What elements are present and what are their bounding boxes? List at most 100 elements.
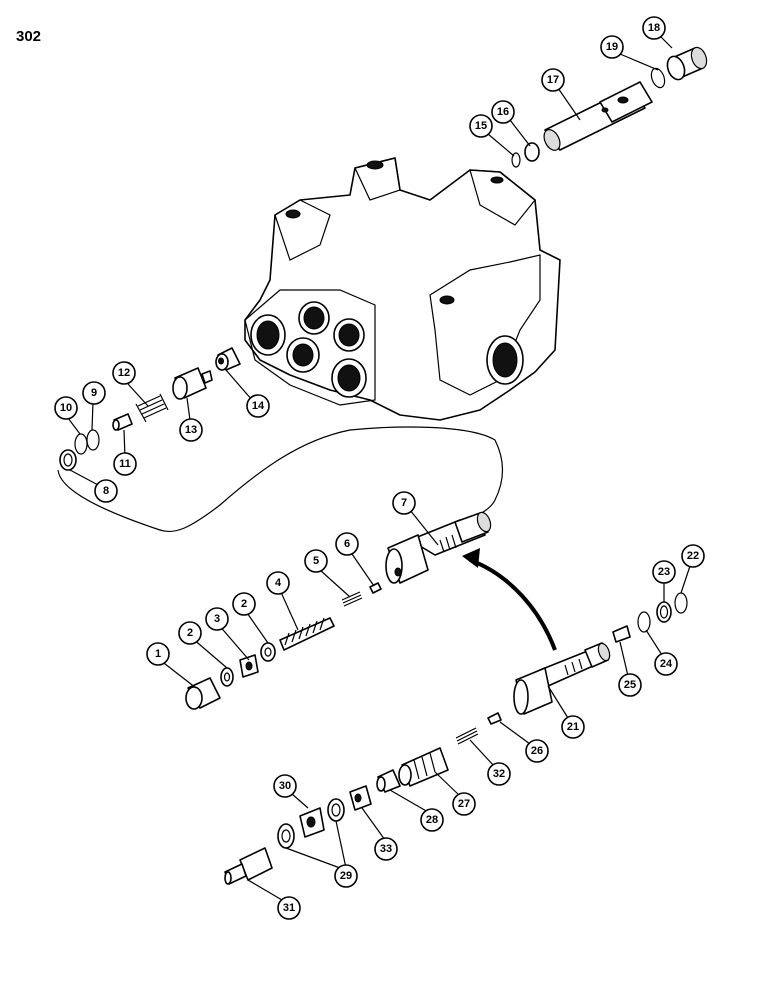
svg-text:28: 28: [426, 814, 438, 826]
callout-25: 25: [618, 673, 642, 697]
washer-2b: [260, 642, 276, 662]
callout-8: 8: [94, 479, 118, 503]
callout-31: 31: [277, 896, 301, 920]
leader-lines: [67, 35, 691, 901]
assembly-boundary-line: [57, 426, 504, 533]
spool-17: [543, 81, 653, 151]
svg-text:5: 5: [313, 555, 319, 567]
callout-4: 4: [266, 571, 290, 595]
svg-text:1: 1: [155, 648, 161, 660]
callout-11: 11: [113, 452, 137, 476]
plug-14: [215, 347, 241, 371]
spring-4: [279, 617, 335, 651]
o-ring-9: [86, 429, 100, 451]
svg-text:12: 12: [118, 367, 130, 379]
svg-text:16: 16: [497, 106, 509, 118]
svg-text:3: 3: [214, 613, 220, 625]
callout-group: 1 2 3 2 4 5 6 7 8 9 10 11 12 13 14 15 16…: [54, 16, 705, 920]
ball-6: [369, 582, 382, 594]
svg-text:18: 18: [648, 22, 660, 34]
svg-text:14: 14: [252, 400, 265, 412]
callout-14: 14: [246, 394, 270, 418]
ring-15: [511, 152, 521, 168]
callout-2b: 2: [232, 592, 256, 616]
callout-33: 33: [374, 837, 398, 861]
callout-10: 10: [54, 396, 78, 420]
washer-29a: [277, 823, 295, 849]
svg-text:7: 7: [401, 497, 407, 509]
ball-26: [487, 712, 502, 725]
svg-text:25: 25: [624, 679, 636, 691]
callout-30: 30: [273, 774, 297, 798]
callout-3: 3: [205, 607, 229, 631]
svg-text:33: 33: [380, 843, 392, 855]
svg-text:32: 32: [493, 768, 505, 780]
callout-32: 32: [487, 762, 511, 786]
swap-arrow: [469, 558, 557, 651]
ring-22: [674, 592, 688, 614]
callout-2a: 2: [178, 621, 202, 645]
valve-body: [244, 157, 561, 421]
callout-27: 27: [452, 792, 476, 816]
callout-28: 28: [420, 808, 444, 832]
poppet-13: [172, 367, 213, 400]
svg-text:29: 29: [340, 870, 352, 882]
svg-text:13: 13: [185, 424, 197, 436]
svg-text:24: 24: [660, 658, 673, 670]
callout-22: 22: [681, 544, 705, 568]
cartridge-21: [513, 642, 611, 715]
callout-15: 15: [469, 114, 493, 138]
nut-33: [349, 785, 372, 811]
piston-25: [612, 625, 631, 643]
svg-text:23: 23: [658, 566, 670, 578]
callout-7: 7: [392, 491, 416, 515]
cartridge-7: [385, 511, 492, 584]
svg-text:30: 30: [279, 780, 291, 792]
callout-1: 1: [146, 642, 170, 666]
svg-text:15: 15: [475, 120, 487, 132]
svg-text:22: 22: [687, 550, 699, 562]
svg-text:21: 21: [567, 721, 579, 733]
nut-30: [299, 807, 325, 838]
svg-text:6: 6: [344, 538, 350, 550]
plug-18: [666, 46, 708, 81]
ring-16: [524, 142, 540, 162]
o-ring-24: [637, 611, 651, 633]
spring-32: [455, 727, 479, 745]
svg-text:17: 17: [547, 74, 559, 86]
ring-8: [59, 449, 77, 471]
piston-11: [112, 413, 133, 431]
ring-23: [656, 601, 672, 623]
arrow-head: [462, 548, 480, 568]
callout-26: 26: [525, 739, 549, 763]
spring-27: [398, 747, 449, 787]
svg-text:9: 9: [91, 387, 97, 399]
fitting-31: [224, 847, 273, 885]
callout-17: 17: [541, 68, 565, 92]
svg-text:31: 31: [283, 902, 295, 914]
svg-text:2: 2: [241, 598, 247, 610]
cap-nut-1: [185, 677, 221, 710]
svg-text:10: 10: [60, 402, 72, 414]
svg-text:2: 2: [187, 627, 193, 639]
page-number: 302: [16, 28, 42, 45]
callout-6: 6: [335, 532, 359, 556]
callout-29: 29: [334, 864, 358, 888]
callout-9: 9: [82, 381, 106, 405]
svg-text:11: 11: [119, 458, 131, 470]
washer-29b: [327, 798, 345, 822]
svg-text:4: 4: [275, 577, 282, 589]
spring-12: [135, 393, 169, 423]
callout-13: 13: [179, 418, 203, 442]
nut-3: [239, 654, 259, 678]
piston-28: [376, 769, 401, 793]
callout-16: 16: [491, 100, 515, 124]
callout-19: 19: [600, 35, 624, 59]
svg-text:8: 8: [103, 485, 109, 497]
callout-12: 12: [112, 361, 136, 385]
svg-text:19: 19: [606, 41, 618, 53]
washer-2a: [220, 667, 234, 687]
callout-18: 18: [642, 16, 666, 40]
svg-text:27: 27: [458, 798, 470, 810]
